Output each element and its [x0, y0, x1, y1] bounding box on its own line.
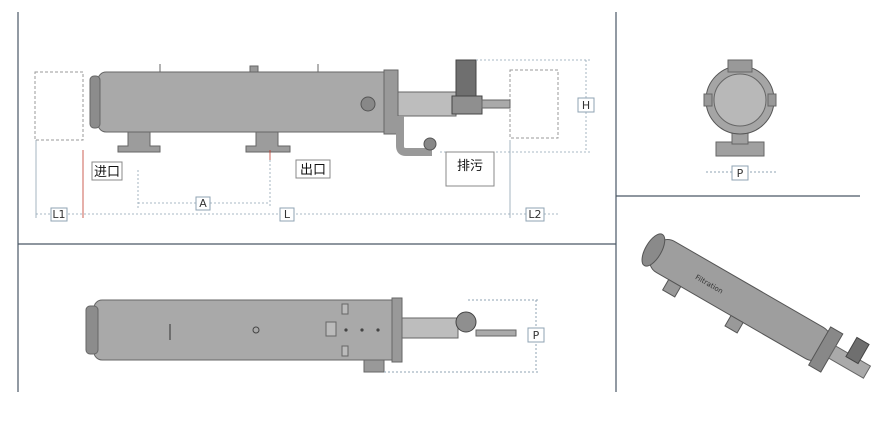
dim-h-box: H [577, 97, 595, 113]
outlet-foot [245, 127, 291, 153]
top-bolt-3 [376, 328, 380, 332]
sight-port-icon [360, 96, 376, 112]
filter-housing [97, 71, 399, 133]
gearbox [451, 95, 483, 115]
dim-l2-label: L2 [528, 208, 541, 221]
top-lug-lower [341, 345, 349, 357]
dim-l1-box: L1 [50, 207, 68, 222]
top-end-cap [85, 305, 99, 355]
inlet-label: 进口 [94, 165, 120, 180]
motor [455, 59, 477, 101]
top-housing [93, 299, 401, 361]
dim-l-label: L [284, 208, 291, 221]
top-lug-upper [341, 303, 349, 315]
side-cover-icon [713, 73, 767, 127]
top-drive-frame [401, 317, 459, 339]
top-outlet-nozzle [363, 359, 385, 373]
top-hatch [325, 321, 337, 337]
side-lug-right [767, 93, 777, 107]
top-flange [391, 297, 403, 363]
outlet-label: 出口 [300, 163, 326, 178]
dim-p-side-box: P [731, 165, 749, 181]
side-lug-left [703, 93, 713, 107]
side-view: P [703, 59, 777, 181]
outlet-flange [383, 69, 399, 135]
iso-end-cap [641, 233, 666, 267]
dim-p-top-label: P [533, 329, 540, 342]
dim-h-label: H [582, 99, 590, 112]
side-top-nozzle [727, 59, 753, 73]
top-bolt-2 [360, 328, 364, 332]
front-view: L1 L L2 A H 进口 出口 排污 [34, 59, 595, 222]
dim-p-top-box: P [527, 327, 545, 343]
dim-p-side-label: P [737, 167, 744, 180]
dim-a-box: A [195, 196, 211, 211]
drain-pipe [396, 116, 432, 156]
l2-clearance-box [509, 69, 559, 139]
iso-motor [845, 336, 870, 365]
drain-valve-icon [423, 137, 437, 151]
iso-foot-1 [661, 278, 682, 298]
drive-frame [397, 91, 457, 117]
dim-a-label: A [199, 197, 207, 210]
view-frame [17, 12, 860, 392]
top-port-icon [252, 326, 260, 334]
drive-shaft [481, 99, 511, 109]
inlet-label-box: 进口 [91, 161, 123, 181]
top-view: P [85, 297, 545, 373]
drain-label-box: 排污 [445, 151, 495, 187]
drain-label: 排污 [457, 159, 483, 174]
top-bolt-1 [344, 328, 348, 332]
isometric-view: Filtration [641, 233, 872, 379]
iso-foot-2 [724, 314, 744, 334]
dim-l2-box: L2 [525, 207, 545, 222]
outlet-label-box: 出口 [295, 159, 331, 179]
inlet-end-cap [89, 75, 101, 129]
iso-housing [649, 239, 831, 361]
dim-l1-label: L1 [52, 208, 65, 221]
top-nozzle [249, 65, 259, 73]
inlet-foot [117, 127, 161, 153]
top-motor-icon [455, 311, 477, 333]
l1-clearance-box [34, 71, 84, 141]
top-drive-shaft [475, 329, 517, 337]
dim-l-box: L [279, 207, 295, 222]
